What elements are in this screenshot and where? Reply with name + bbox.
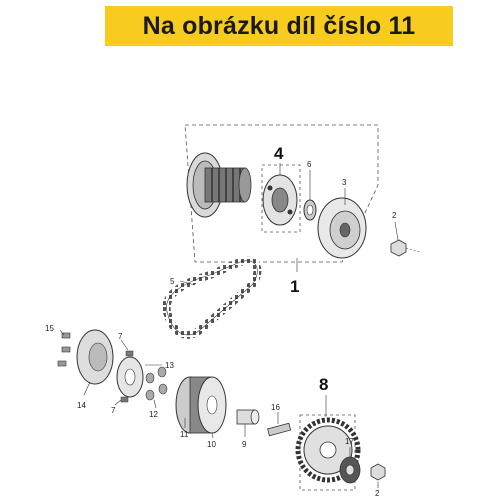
callout-16: 16	[271, 403, 280, 412]
callout-7-top: 7	[118, 332, 123, 341]
sliders-part-7	[120, 350, 134, 403]
callout-7-bottom: 7	[111, 406, 116, 415]
callout-5: 5	[170, 277, 175, 286]
leader-lines	[59, 163, 399, 488]
bushing-part-9	[236, 409, 260, 425]
callout-14: 14	[77, 401, 86, 410]
rollers-part-12	[145, 366, 168, 401]
bolts-part-15	[57, 332, 71, 367]
sprocket-part-8	[295, 417, 361, 483]
nut-part-2-top	[390, 239, 421, 257]
hub-part-17	[339, 456, 361, 484]
callout-3: 3	[342, 178, 347, 187]
callout-2-top: 2	[392, 211, 397, 220]
title-text: Na obrázku díl číslo 11	[142, 11, 416, 40]
nut-part-2-bottom	[370, 463, 386, 481]
callout-4: 4	[274, 144, 284, 163]
variator-pulley-part-10	[175, 376, 227, 434]
callout-17: 17	[345, 437, 354, 446]
ramp-plate-part-13	[116, 356, 144, 398]
clutch-shoe-part-4	[262, 174, 298, 226]
clutch-drum-part-3	[317, 197, 367, 259]
cover-plate-part-14	[76, 329, 114, 385]
callout-2-bottom: 2	[375, 489, 380, 498]
assembly-4-outline	[261, 164, 301, 233]
callout-9: 9	[242, 440, 247, 449]
callout-13: 13	[165, 361, 174, 370]
callout-1: 1	[290, 277, 299, 296]
drive-belt-part-5	[162, 256, 262, 339]
callout-12: 12	[149, 410, 158, 419]
callout-8: 8	[319, 375, 328, 394]
callout-10: 10	[207, 440, 216, 449]
nut-part-6	[303, 199, 317, 221]
title-banner: Na obrázku díl číslo 11	[105, 6, 453, 46]
callout-11: 11	[180, 430, 189, 439]
callout-15: 15	[45, 324, 54, 333]
pin-part-16	[267, 422, 292, 437]
assembly-8-outline	[299, 414, 356, 491]
callout-6: 6	[307, 160, 312, 169]
clutch-bell	[186, 152, 252, 218]
